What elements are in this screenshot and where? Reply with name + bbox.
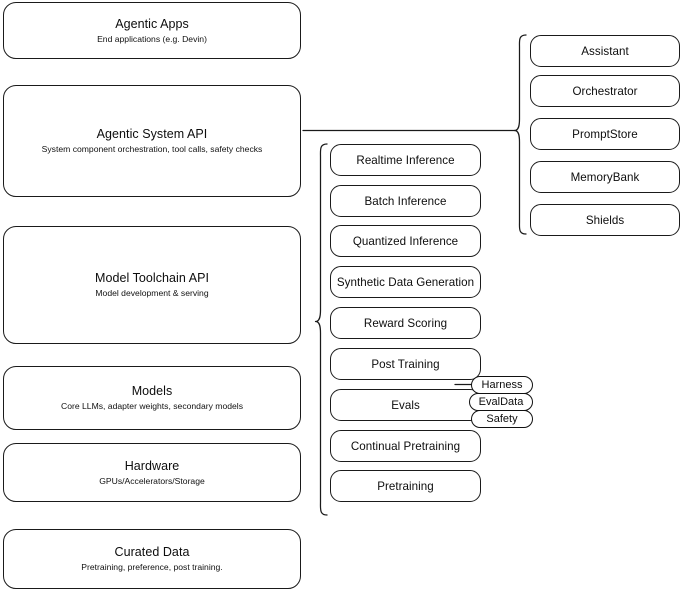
eval-tag-label: Safety: [486, 412, 518, 425]
toolchain-component-quantized-inference[interactable]: Quantized Inference: [330, 225, 481, 257]
stack-layer-agentic-apps[interactable]: Agentic Apps End applications (e.g. Devi…: [3, 2, 301, 59]
component-label: Orchestrator: [572, 84, 638, 98]
stack-layer-title: Models: [131, 384, 173, 398]
agentic-component-shields[interactable]: Shields: [530, 204, 680, 236]
eval-tag-label: Harness: [481, 378, 523, 391]
agentic-component-promptstore[interactable]: PromptStore: [530, 118, 680, 150]
toolchain-component-evals[interactable]: Evals: [330, 389, 481, 421]
stack-layer-subtitle: Pretraining, preference, post training.: [81, 562, 223, 572]
stack-layer-subtitle: End applications (e.g. Devin): [97, 33, 207, 44]
toolchain-component-post-training[interactable]: Post Training: [330, 348, 481, 380]
stack-layer-curated-data[interactable]: Curated Data Pretraining, preference, po…: [3, 529, 301, 589]
stack-layer-subtitle: Core LLMs, adapter weights, secondary mo…: [61, 401, 243, 411]
agentic-component-assistant[interactable]: Assistant: [530, 35, 680, 67]
stack-layer-hardware[interactable]: Hardware GPUs/Accelerators/Storage: [3, 443, 301, 502]
eval-tag-evaldata[interactable]: EvalData: [469, 393, 533, 411]
agentic-component-orchestrator[interactable]: Orchestrator: [530, 75, 680, 107]
eval-tag-harness[interactable]: Harness: [471, 376, 533, 394]
stack-layer-agentic-system-api[interactable]: Agentic System API System component orch…: [3, 85, 301, 197]
component-label: Batch Inference: [364, 194, 447, 208]
brace-model-toolchain-components: [314, 143, 328, 516]
stack-layer-model-toolchain-api[interactable]: Model Toolchain API Model development & …: [3, 226, 301, 344]
stack-layer-subtitle: GPUs/Accelerators/Storage: [99, 475, 205, 486]
toolchain-component-pretraining[interactable]: Pretraining: [330, 470, 481, 502]
eval-tag-label: EvalData: [478, 395, 524, 408]
component-label: Shields: [585, 213, 625, 227]
eval-tag-safety[interactable]: Safety: [471, 410, 533, 428]
component-label: Evals: [391, 398, 420, 412]
toolchain-component-synthetic-data-generation[interactable]: Synthetic Data Generation: [330, 266, 481, 298]
toolchain-component-batch-inference[interactable]: Batch Inference: [330, 185, 481, 217]
toolchain-component-continual-pretraining[interactable]: Continual Pretraining: [330, 430, 481, 462]
stack-layer-models[interactable]: Models Core LLMs, adapter weights, secon…: [3, 366, 301, 430]
toolchain-component-reward-scoring[interactable]: Reward Scoring: [330, 307, 481, 339]
component-label: Synthetic Data Generation: [336, 275, 475, 289]
stack-layer-title: Hardware: [124, 458, 180, 473]
component-label: MemoryBank: [570, 170, 640, 184]
stack-layer-subtitle: System component orchestration, tool cal…: [41, 144, 263, 154]
stack-layer-title: Agentic System API: [96, 127, 208, 141]
stack-layer-title: Agentic Apps: [115, 16, 189, 31]
component-label: Quantized Inference: [352, 234, 459, 248]
component-label: Assistant: [581, 44, 629, 58]
component-label: PromptStore: [572, 127, 638, 141]
brace-agentic-components: [513, 34, 527, 235]
stack-layer-subtitle: Model development & serving: [95, 288, 209, 298]
toolchain-component-realtime-inference[interactable]: Realtime Inference: [330, 144, 481, 176]
stack-layer-title: Curated Data: [114, 545, 190, 559]
component-label: Post Training: [371, 357, 440, 371]
stack-layer-title: Model Toolchain API: [95, 271, 209, 285]
agentic-component-memorybank[interactable]: MemoryBank: [530, 161, 680, 193]
component-label: Pretraining: [377, 479, 434, 493]
component-label: Realtime Inference: [356, 153, 455, 167]
component-label: Reward Scoring: [363, 316, 448, 330]
component-label: Continual Pretraining: [350, 439, 461, 453]
